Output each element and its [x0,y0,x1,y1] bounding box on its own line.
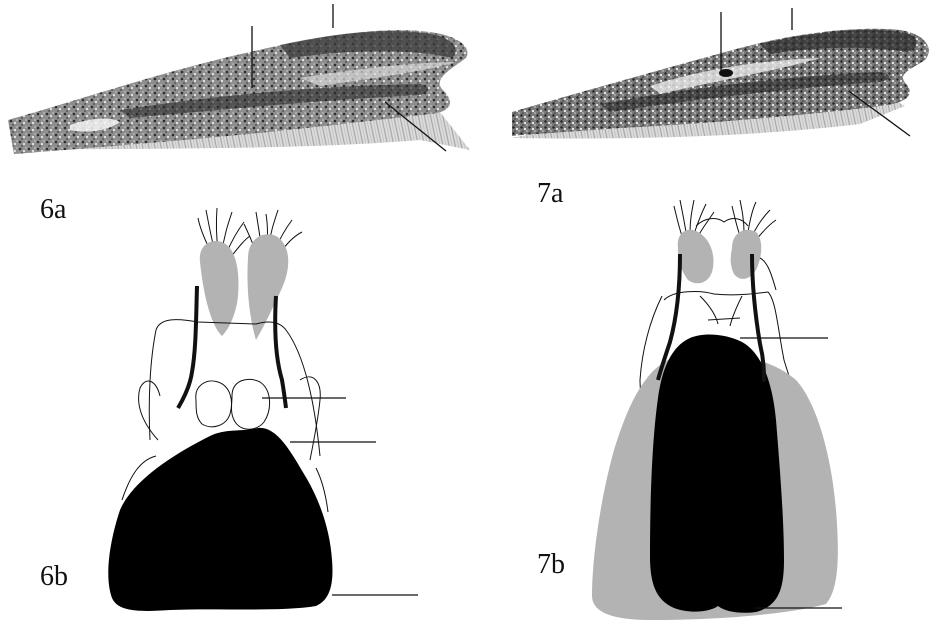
saccus-black-6b [108,428,332,611]
panel-label-7a: 7a [537,180,563,208]
panel-label-6b: 6b [40,563,68,591]
uncus-outline [696,219,748,226]
inner-outline [760,258,776,290]
genitalia-6b [108,208,418,611]
panel-label-7b: 7b [537,551,565,579]
aedeagus-rod-right [275,296,286,408]
valva-left [678,230,714,284]
juxta-outline [700,296,742,326]
wing-6a [8,4,470,154]
lobe-left [196,381,232,427]
valva-left [200,241,239,336]
wing-7a [512,8,929,138]
genitalia-7b [592,200,842,620]
panel-label-6a: 6a [40,196,66,224]
valva-right [731,230,762,279]
lobe-right [232,379,270,429]
aedeagus-rod-left [178,286,197,408]
